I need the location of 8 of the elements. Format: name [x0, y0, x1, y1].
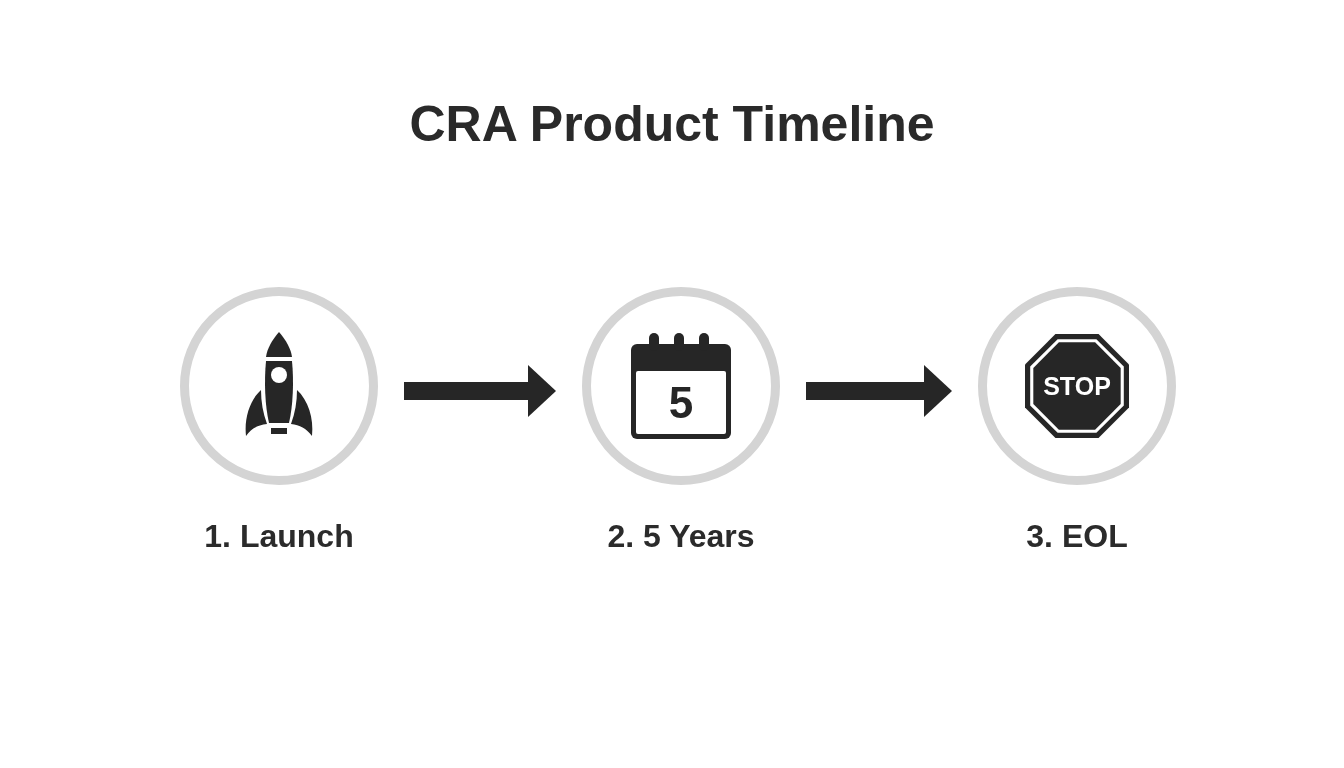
step-label: 1. Launch [204, 518, 354, 555]
stop-sign-text: STOP [1043, 373, 1111, 399]
diagram-title: CRA Product Timeline [409, 96, 935, 154]
calendar-day-number: 5 [668, 381, 694, 425]
arrow [806, 365, 952, 417]
step-label: 3. EOL [1026, 518, 1128, 555]
step-label: 2. 5 Years [607, 518, 755, 555]
arrow [404, 365, 556, 417]
